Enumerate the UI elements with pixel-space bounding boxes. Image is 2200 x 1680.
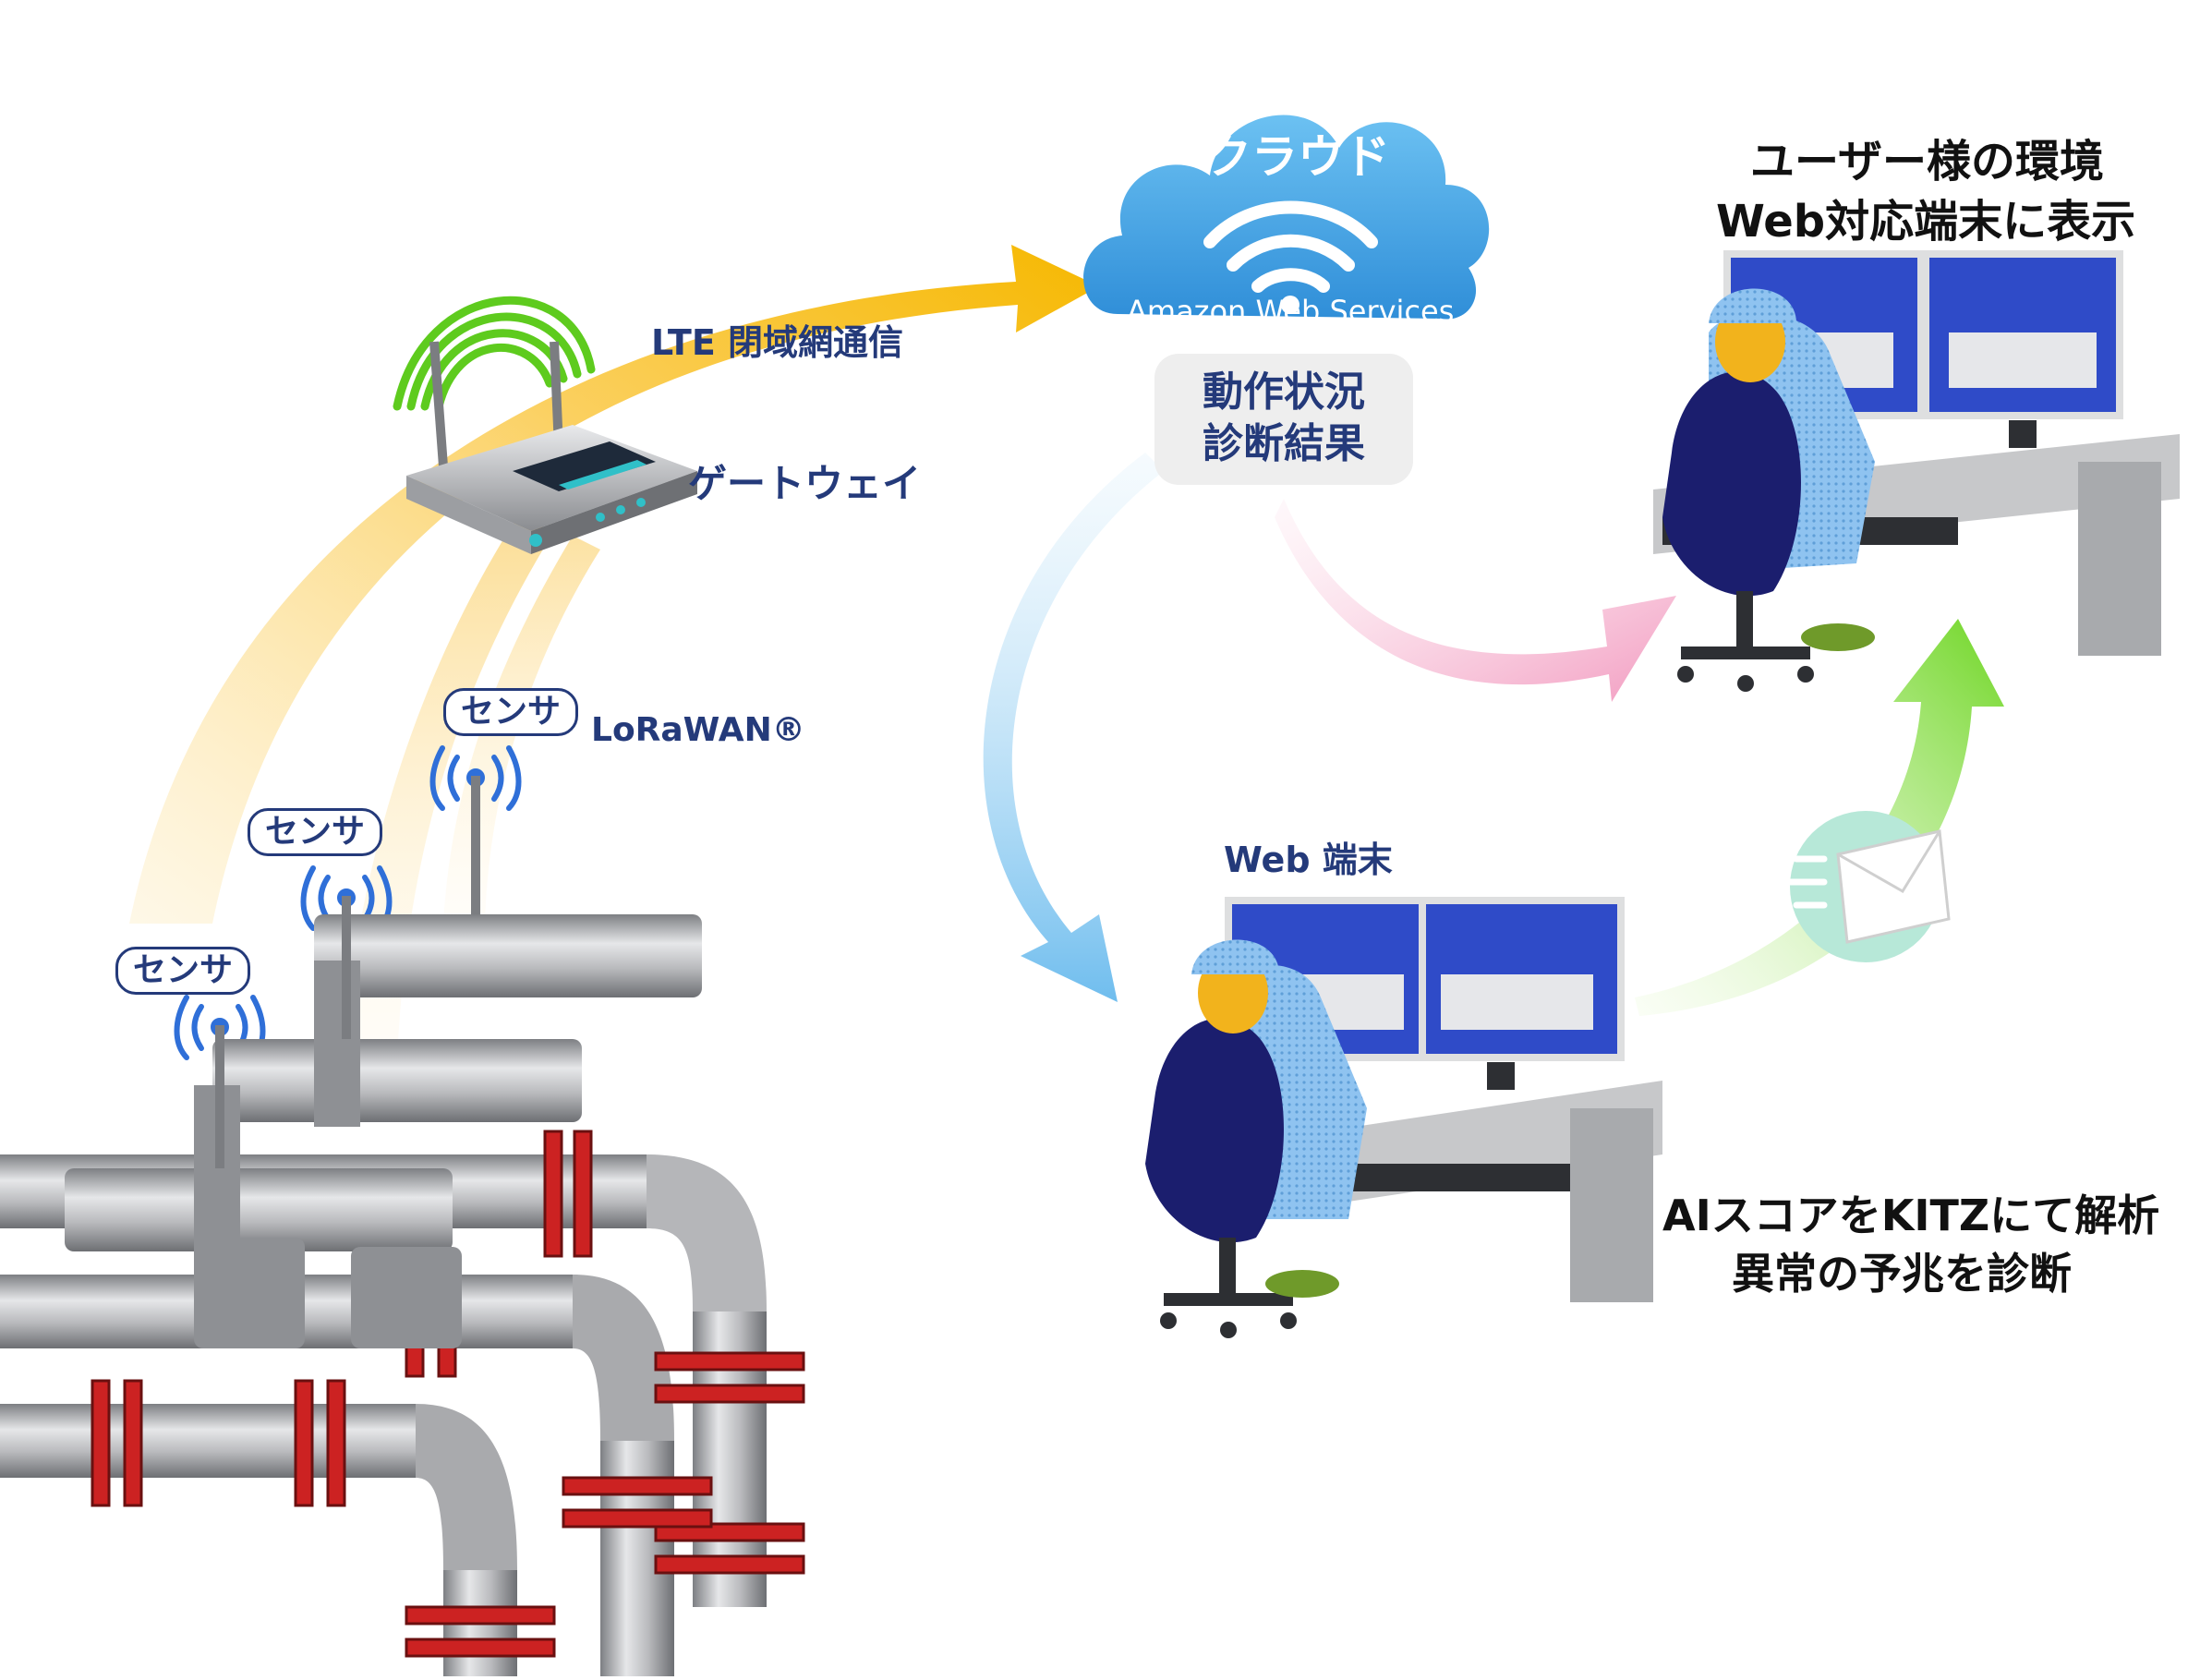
status-box: 動作状況 診断結果: [1154, 354, 1413, 485]
lorawan-label: LoRaWAN®: [591, 711, 805, 749]
pink-arrow: [1275, 499, 1676, 702]
web-terminal-label: Web 端末: [1224, 840, 1393, 880]
operator-icon: [1145, 897, 1662, 1338]
sensor-tag: センサ: [443, 688, 579, 736]
wifi-icon: [1203, 200, 1378, 314]
aws-label: Amazon Web Services: [1127, 294, 1455, 329]
operator-icon: [1653, 250, 2180, 692]
pipeline-icon: [0, 776, 805, 1676]
lte-label: LTE 閉域網通信: [651, 322, 904, 363]
status-line-2: 診断結果: [1203, 420, 1365, 467]
sensor-tag: センサ: [248, 808, 383, 856]
status-line-1: 動作状況: [1203, 369, 1365, 416]
user-env-line-2: Web対応端末に表示: [1716, 196, 2136, 248]
cloud-label: クラウド: [1205, 130, 1390, 184]
user-env-line-1: ユーザー様の環境: [1750, 136, 2105, 187]
blue-arrow: [983, 453, 1164, 1002]
ai-line-2: 異常の予兆を診断: [1732, 1249, 2072, 1299]
ai-line-1: AIスコアをKITZにて解析: [1662, 1191, 2160, 1240]
sensor-tag: センサ: [115, 947, 251, 995]
mail-icon: [1783, 811, 1951, 962]
router-icon: [393, 296, 697, 554]
gateway-label: ゲートウェイ: [688, 461, 922, 506]
cloud-icon: [1083, 115, 1490, 320]
lte-arrow: [129, 245, 1099, 924]
